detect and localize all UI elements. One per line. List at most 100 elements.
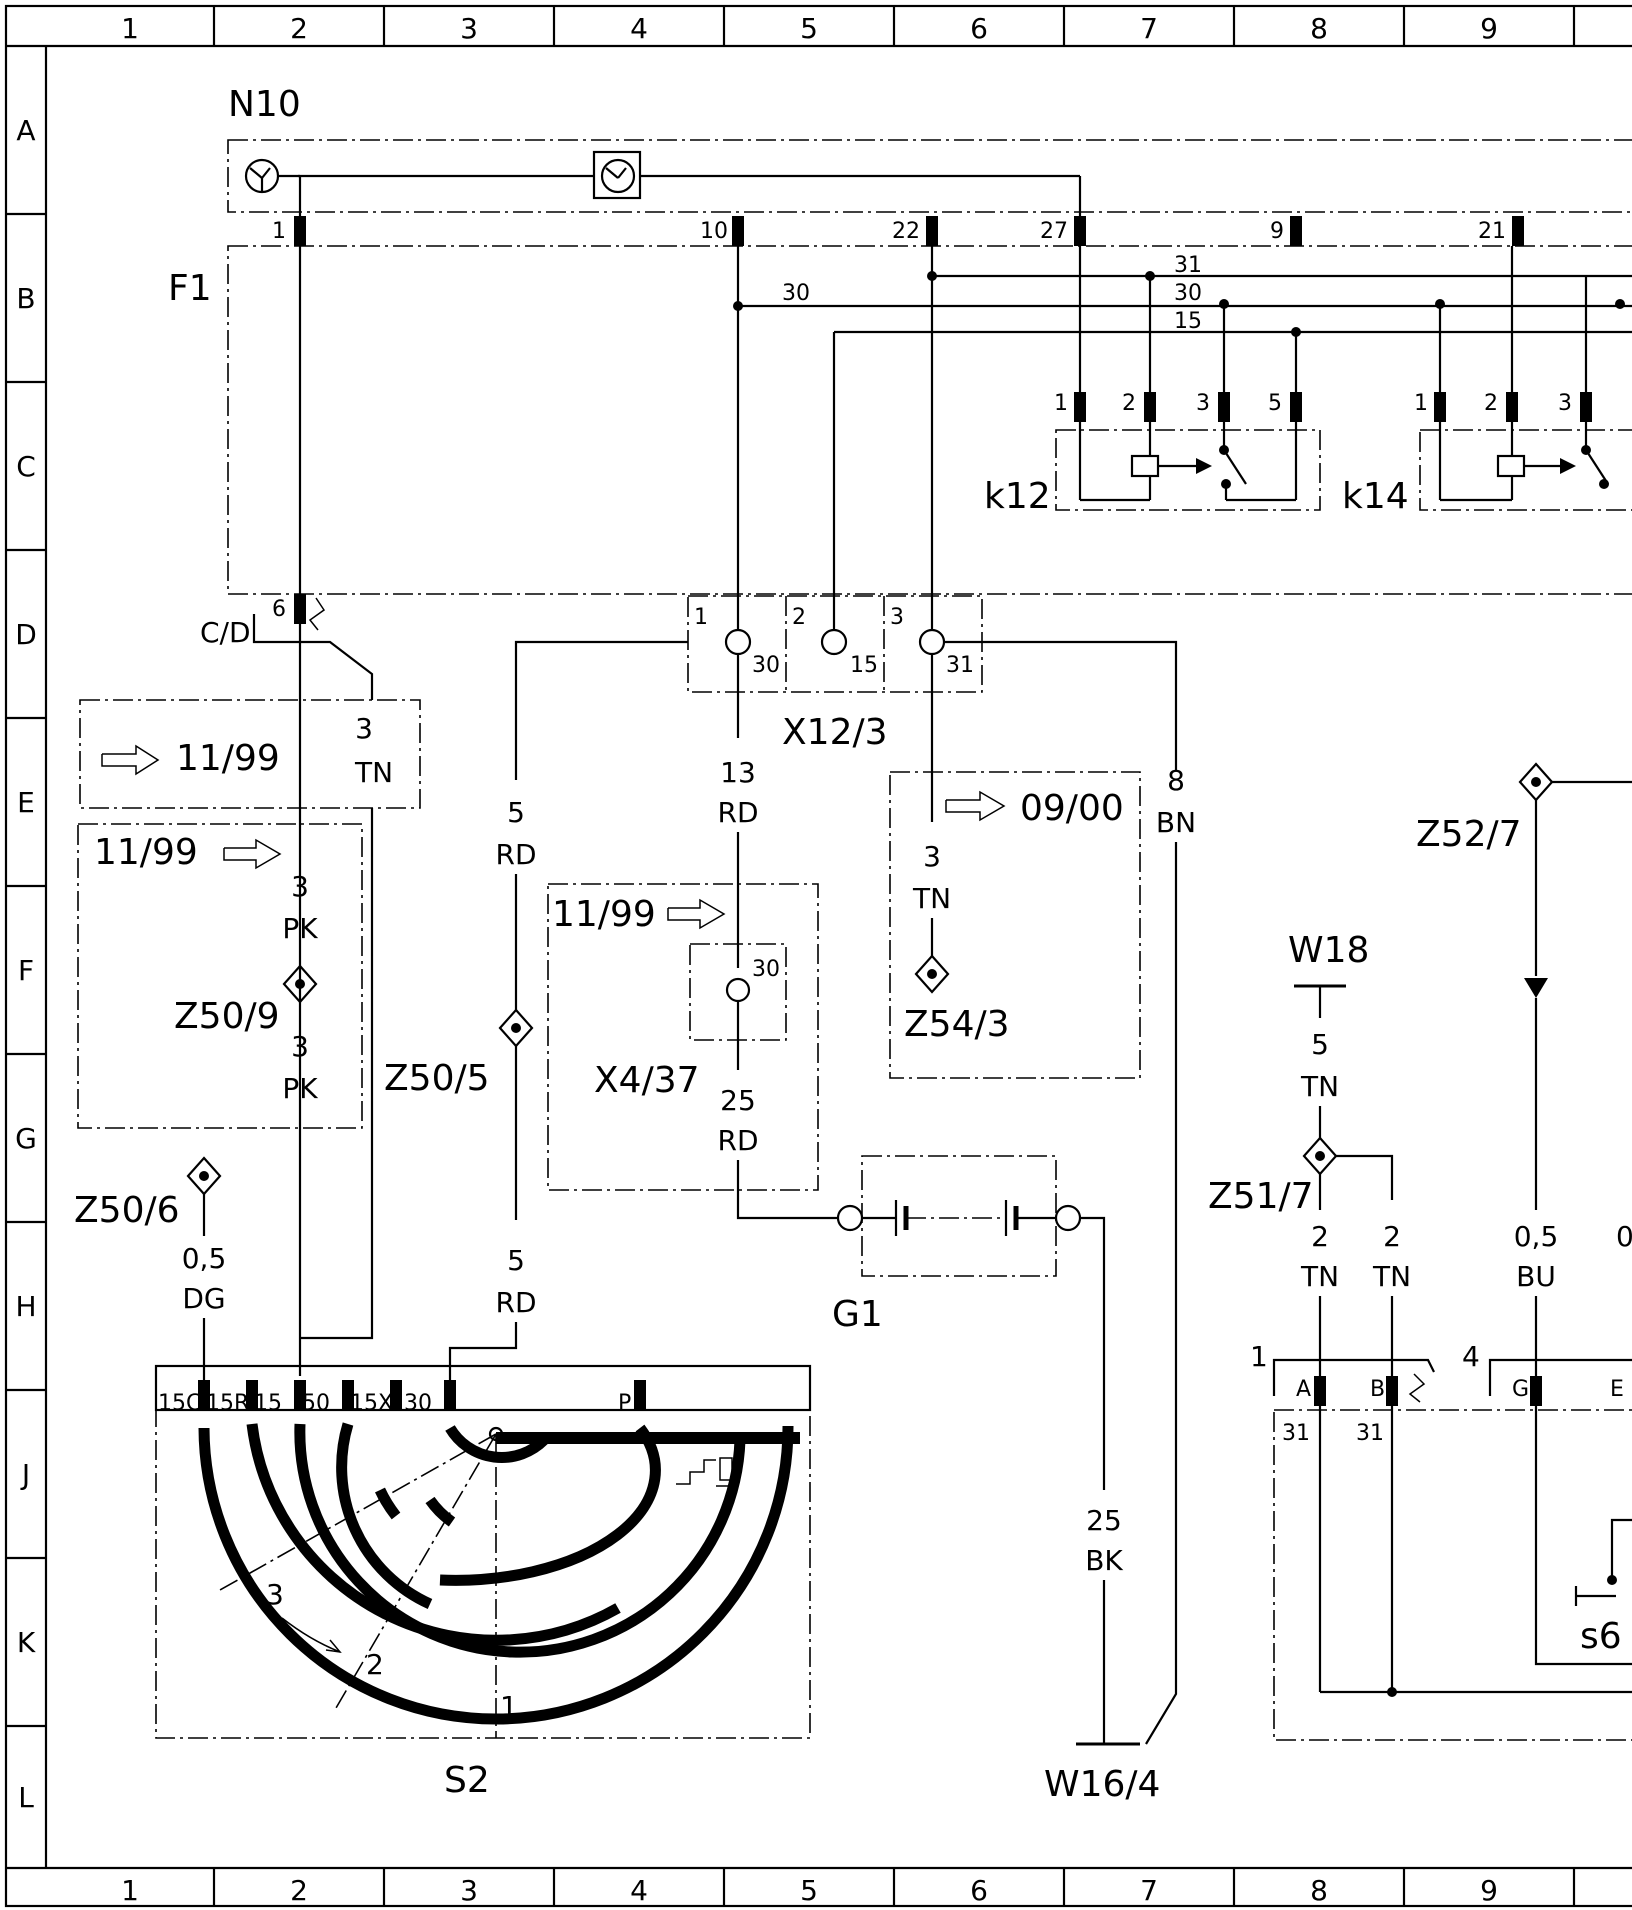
column-label-top-1: 1: [121, 12, 139, 45]
column-label-bottom-2: 2: [290, 1874, 308, 1907]
wire-3pk-b-color: PK: [282, 1072, 318, 1105]
wire-25rd-color: RD: [717, 1124, 758, 1157]
k12-pin-5-label: 5: [1268, 391, 1282, 416]
k14-label: k14: [1342, 476, 1409, 517]
z50-6-label: Z50/6: [74, 1190, 180, 1231]
z52-7-label: Z52/7: [1416, 814, 1522, 855]
wire-25bk-color: BK: [1085, 1544, 1123, 1577]
wire-13rd-size: 13: [720, 756, 756, 789]
k12-coil-icon: [1130, 454, 1160, 478]
wire-5tn-color: TN: [1300, 1070, 1339, 1103]
row-label-B: B: [16, 282, 35, 315]
wire-2tn-a-size: 2: [1311, 1220, 1329, 1253]
w16-4-ground: W16/4: [1044, 1742, 1160, 1805]
rotation-arrow-icon: [281, 1617, 342, 1654]
s2-pin-30: [444, 1380, 456, 1410]
row-label-F: F: [18, 954, 34, 987]
k14-pin-2-label: 2: [1484, 391, 1498, 416]
n10-label: N10: [228, 84, 301, 125]
row-label-E: E: [17, 786, 35, 819]
contact-arc-15c: [198, 1425, 794, 1725]
s2-pin-label-15x: 15X: [350, 1391, 393, 1416]
w18-branch: W18 5 TN Z51/7 2 TN 2 TN: [1208, 930, 1411, 1376]
k14-coil-icon: [1496, 454, 1526, 478]
arrow-right-icon: [945, 790, 1006, 822]
contact-arc-p: [439, 1424, 661, 1586]
n10-module: N10: [227, 84, 1632, 220]
wire-2tn-b-color: TN: [1372, 1260, 1411, 1293]
s2-pin-label-15c: 15C: [158, 1391, 201, 1416]
wire-2tn-b-size: 2: [1383, 1220, 1401, 1253]
contact-arc-15: [294, 1423, 746, 1658]
motion-sensor-icon: [592, 150, 642, 200]
right-conn-e: E: [1610, 1377, 1624, 1402]
row-label-C: C: [16, 450, 36, 483]
row-label-H: H: [15, 1290, 36, 1323]
column-label-bottom-7: 7: [1140, 1874, 1158, 1907]
column-label-top-4: 4: [630, 12, 648, 45]
splice-icon: [1518, 762, 1554, 802]
s6-label: s6: [1580, 1616, 1622, 1657]
wire-05dg-size: 0,5: [182, 1242, 227, 1275]
contact-arc-15r: [246, 1423, 621, 1646]
wire-8bn-color: BN: [1156, 806, 1196, 839]
n10-outline: [227, 139, 1632, 213]
f1-pin-1-label: 1: [272, 219, 286, 244]
wire-5tn-size: 5: [1311, 1028, 1329, 1061]
x12-3-label: X12/3: [782, 712, 888, 753]
note-box-e-date: 11/99: [176, 738, 280, 779]
x12-3-slot-1: 1: [694, 605, 708, 630]
flow-arrow-icon: [1524, 978, 1548, 998]
splice-icon: [914, 954, 950, 994]
s2-pin-15x: [390, 1380, 402, 1410]
w18-label: W18: [1288, 930, 1369, 971]
arrow-right-icon: [223, 838, 282, 870]
column-label-top-7: 7: [1140, 12, 1158, 45]
wire-3pk-b-size: 3: [291, 1030, 309, 1063]
splice-icon: [1302, 1136, 1338, 1176]
bus-30-label: 30: [1174, 281, 1202, 306]
x12-3-term-31: 31: [946, 653, 974, 678]
wire-cut-0-label: 0: [1616, 1220, 1632, 1253]
column-label-bottom-3: 3: [460, 1874, 478, 1907]
column-label-bottom-1: 1: [121, 1874, 139, 1907]
contact-arc-30: [445, 1425, 548, 1463]
wire-5rd-run: 5 RD Z50/5 5 RD: [384, 640, 688, 1380]
s2-position-1: 1: [500, 1690, 518, 1723]
s2-pin-15c: [198, 1380, 210, 1410]
wire-8bn-size: 8: [1167, 764, 1185, 797]
z50-9-label: Z50/9: [174, 996, 280, 1037]
wire-3pk-a-size: 3: [291, 870, 309, 903]
cd-label: C/D: [200, 616, 251, 649]
s2-pin-label-p: P: [618, 1391, 631, 1416]
wire-3tn-b-size: 3: [923, 840, 941, 873]
wire-13rd-color: RD: [717, 796, 758, 829]
x12-3-connector: 1 2 3 30 15 31 X12/3: [687, 246, 1178, 760]
s2-pin-label-15r: 15R: [206, 1391, 249, 1416]
x12-3-slot-3: 3: [890, 605, 904, 630]
z51-7-label: Z51/7: [1208, 1176, 1314, 1217]
s2-pin-label-15: 15: [254, 1391, 282, 1416]
right-conn-b: B: [1370, 1377, 1385, 1402]
w16-4-label: W16/4: [1044, 1764, 1160, 1805]
k12-relay: 1 2 3 5 k12: [984, 246, 1321, 517]
bus-15-label: 15: [1174, 309, 1202, 334]
f1-pin-6-label: 6: [272, 597, 286, 622]
splice-icon: [282, 964, 318, 1004]
z54-3-branch: 09/00 3 TN Z54/3: [889, 654, 1141, 1079]
f1-label: F1: [168, 268, 212, 309]
f1-top-pins: 1 10 22 27 9 21: [272, 216, 1524, 246]
right-conn-a-31: 31: [1282, 1421, 1310, 1446]
f1-pin-9-label: 9: [1270, 219, 1284, 244]
light-sensor-icon: [244, 158, 280, 194]
row-label-J: J: [20, 1458, 30, 1491]
k14-pin-1-label: 1: [1414, 391, 1428, 416]
splice-icon: [186, 1156, 222, 1196]
z50-6-branch: Z50/6 0,5 DG: [74, 1156, 227, 1380]
column-label-top-8: 8: [1310, 12, 1328, 45]
wire-3pk-a-color: PK: [282, 912, 318, 945]
wire-5rd-a-color: RD: [495, 838, 536, 871]
